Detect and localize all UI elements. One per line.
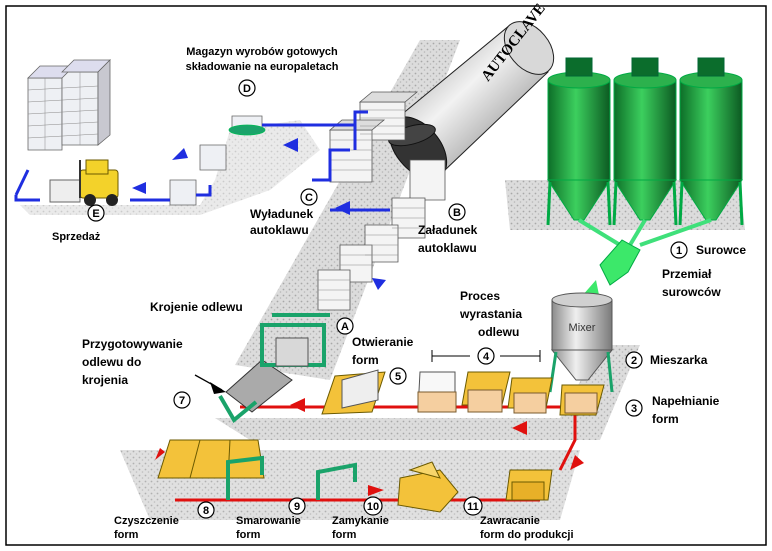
molds-return <box>157 439 553 513</box>
label-growth-3: odlewu <box>478 325 519 339</box>
label-grinding-2: surowców <box>662 285 721 299</box>
warehouse-pallets <box>27 59 111 151</box>
label-prep-2: odlewu do <box>82 355 141 369</box>
marker-D: D <box>238 79 256 97</box>
svg-text:2: 2 <box>631 355 637 367</box>
label-cutting: Krojenie odlewu <box>150 300 243 314</box>
label-closing-1: Zamykanie <box>332 515 389 527</box>
label-filling-2: form <box>652 412 679 426</box>
label-return-1: Zawracanie <box>480 515 540 527</box>
svg-text:B: B <box>453 207 461 219</box>
svg-text:C: C <box>305 192 313 204</box>
marker-4: 4 <box>477 347 495 365</box>
label-opening-2: form <box>352 353 379 367</box>
label-load-2: autoklawu <box>418 241 477 255</box>
label-lubricating-1: Smarowanie <box>236 515 301 527</box>
blue-arrows <box>132 138 386 290</box>
mixer: Mixer <box>548 292 614 393</box>
label-opening-1: Otwieranie <box>352 335 414 349</box>
svg-text:9: 9 <box>294 501 300 513</box>
marker-C: C <box>300 188 318 206</box>
svg-text:4: 4 <box>483 351 490 363</box>
label-load-1: Załadunek <box>418 223 478 237</box>
silo-2 <box>612 57 678 226</box>
marker-2: 2 <box>625 351 643 369</box>
svg-text:A: A <box>341 321 349 333</box>
label-closing-2: form <box>332 529 357 541</box>
marker-5: 5 <box>389 367 407 385</box>
svg-text:1: 1 <box>676 245 682 257</box>
svg-text:11: 11 <box>467 501 479 513</box>
label-unload-2: autoklawu <box>250 223 309 237</box>
ground-warehouse <box>20 120 320 215</box>
silo-3 <box>678 57 744 226</box>
label-unload-1: Wyładunek <box>250 207 313 221</box>
label-warehouse-1: Magazyn wyrobów gotowych <box>186 46 338 58</box>
label-growth-2: wyrastania <box>459 307 522 321</box>
marker-A: A <box>336 317 354 335</box>
label-filling-1: Napełnianie <box>652 394 720 408</box>
blue-transport-lines <box>14 110 390 212</box>
warehouse-lines <box>27 72 99 150</box>
forklift <box>49 159 119 206</box>
label-growth-1: Proces <box>460 289 500 303</box>
silos <box>546 57 744 300</box>
mixer-text: Mixer <box>569 322 596 334</box>
svg-text:3: 3 <box>631 403 637 415</box>
marker-8: 8 <box>197 501 215 519</box>
label-grinding-1: Przemiał <box>662 267 712 281</box>
marker-E: E <box>87 204 105 222</box>
svg-text:E: E <box>92 208 99 220</box>
marker-3: 3 <box>625 399 643 417</box>
label-mixer-step: Mieszarka <box>650 353 708 367</box>
marker-7: 7 <box>173 391 191 409</box>
molds-line <box>218 313 605 424</box>
label-lubricating-2: form <box>236 529 261 541</box>
silo-1 <box>546 57 612 226</box>
svg-text:8: 8 <box>203 505 209 517</box>
block-stack-lines <box>318 109 425 301</box>
label-prep-3: krojenia <box>82 373 128 387</box>
svg-text:10: 10 <box>367 501 379 513</box>
small-pallets <box>169 115 266 206</box>
growth-bracket <box>431 350 541 362</box>
marker-9: 9 <box>288 497 306 515</box>
label-return-2: form do produkcji <box>480 529 574 541</box>
label-prep-1: Przygotowywanie <box>82 337 183 351</box>
marker-1: 1 <box>670 241 688 259</box>
label-warehouse-2: składowanie na europaletach <box>186 61 339 73</box>
label-sale: Sprzedaż <box>52 231 101 243</box>
marker-11: 11 <box>463 496 483 516</box>
red-arrows <box>155 398 584 496</box>
svg-text:7: 7 <box>179 395 185 407</box>
gantries <box>226 455 357 500</box>
label-cleaning-2: form <box>114 529 139 541</box>
svg-text:D: D <box>243 83 251 95</box>
red-line-right <box>558 415 577 471</box>
label-raw-materials: Surowce <box>696 243 746 257</box>
grinder <box>599 239 641 286</box>
svg-text:5: 5 <box>395 371 401 383</box>
label-cleaning-1: Czyszczenie <box>114 515 179 527</box>
marker-B: B <box>448 203 466 221</box>
marker-10: 10 <box>363 496 383 516</box>
